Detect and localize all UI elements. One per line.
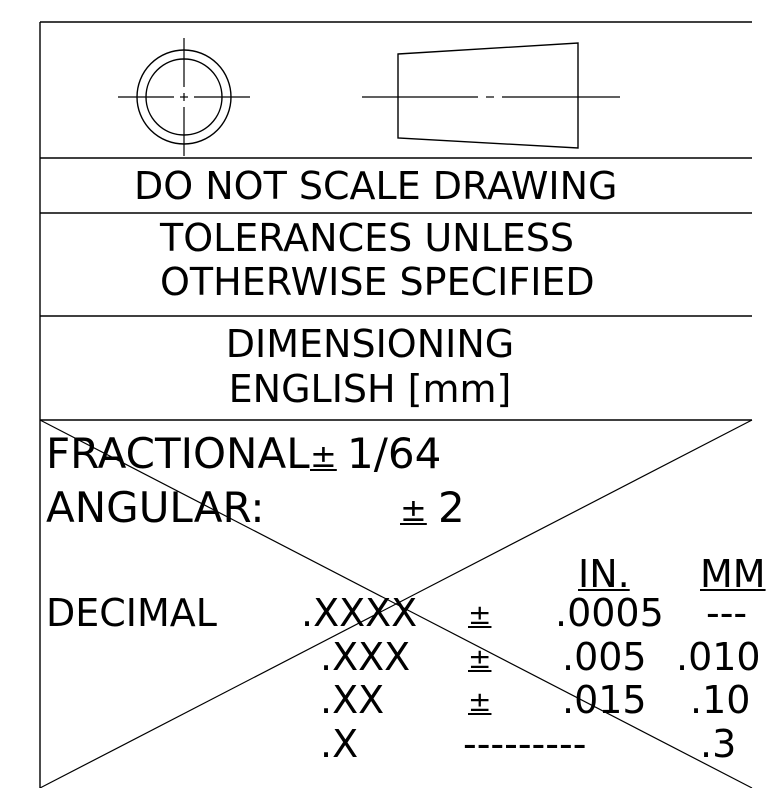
- do-not-scale-note: DO NOT SCALE DRAWING: [134, 164, 618, 208]
- angular-plus-minus: ±: [400, 491, 427, 529]
- decimal-label: DECIMAL: [46, 591, 217, 635]
- dimensioning-note-line1: DIMENSIONING: [225, 322, 515, 366]
- decimal-plus-minus-xxx: ±: [468, 642, 492, 675]
- fractional-label: FRACTIONAL: [46, 429, 310, 478]
- angular-value: 2: [438, 483, 465, 532]
- dimensioning-note-line2: ENGLISH [mm]: [228, 367, 512, 411]
- decimal-places-x: .X: [320, 722, 359, 766]
- decimal-plus-minus-xxxx: ±: [468, 598, 492, 631]
- decimal-inch-xxxx: .0005: [555, 591, 664, 635]
- decimal-mm-xxxx: ---: [706, 591, 748, 635]
- decimal-mm-xxx: .010: [676, 635, 761, 679]
- cross-line-ascending: [39, 419, 753, 788]
- fractional-plus-minus: ±: [310, 437, 337, 475]
- decimal-places-xx: .XX: [320, 678, 385, 722]
- tolerances-note-line2: OTHERWISE SPECIFIED: [160, 260, 595, 304]
- decimal-inch-xxx: .005: [562, 635, 647, 679]
- decimal-mm-x: .3: [700, 722, 737, 766]
- decimal-places-xxxx: .XXXX: [301, 591, 418, 635]
- decimal-mm-xx: .10: [690, 678, 751, 722]
- tolerances-note-line1: TOLERANCES UNLESS: [160, 216, 574, 260]
- fractional-value: 1/64: [347, 429, 442, 478]
- third-angle-projection-circle-icon: [118, 38, 250, 156]
- header-inches: IN.: [578, 552, 630, 596]
- third-angle-projection-cone-icon: [362, 42, 620, 149]
- decimal-places-xxx: .XXX: [320, 635, 411, 679]
- decimal-plus-minus-xx: ±: [468, 685, 492, 718]
- angular-label: ANGULAR:: [46, 483, 265, 532]
- decimal-inch-xx: .015: [562, 678, 647, 722]
- header-millimeters: MM: [700, 552, 766, 596]
- decimal-inch-x: ---------: [463, 722, 587, 766]
